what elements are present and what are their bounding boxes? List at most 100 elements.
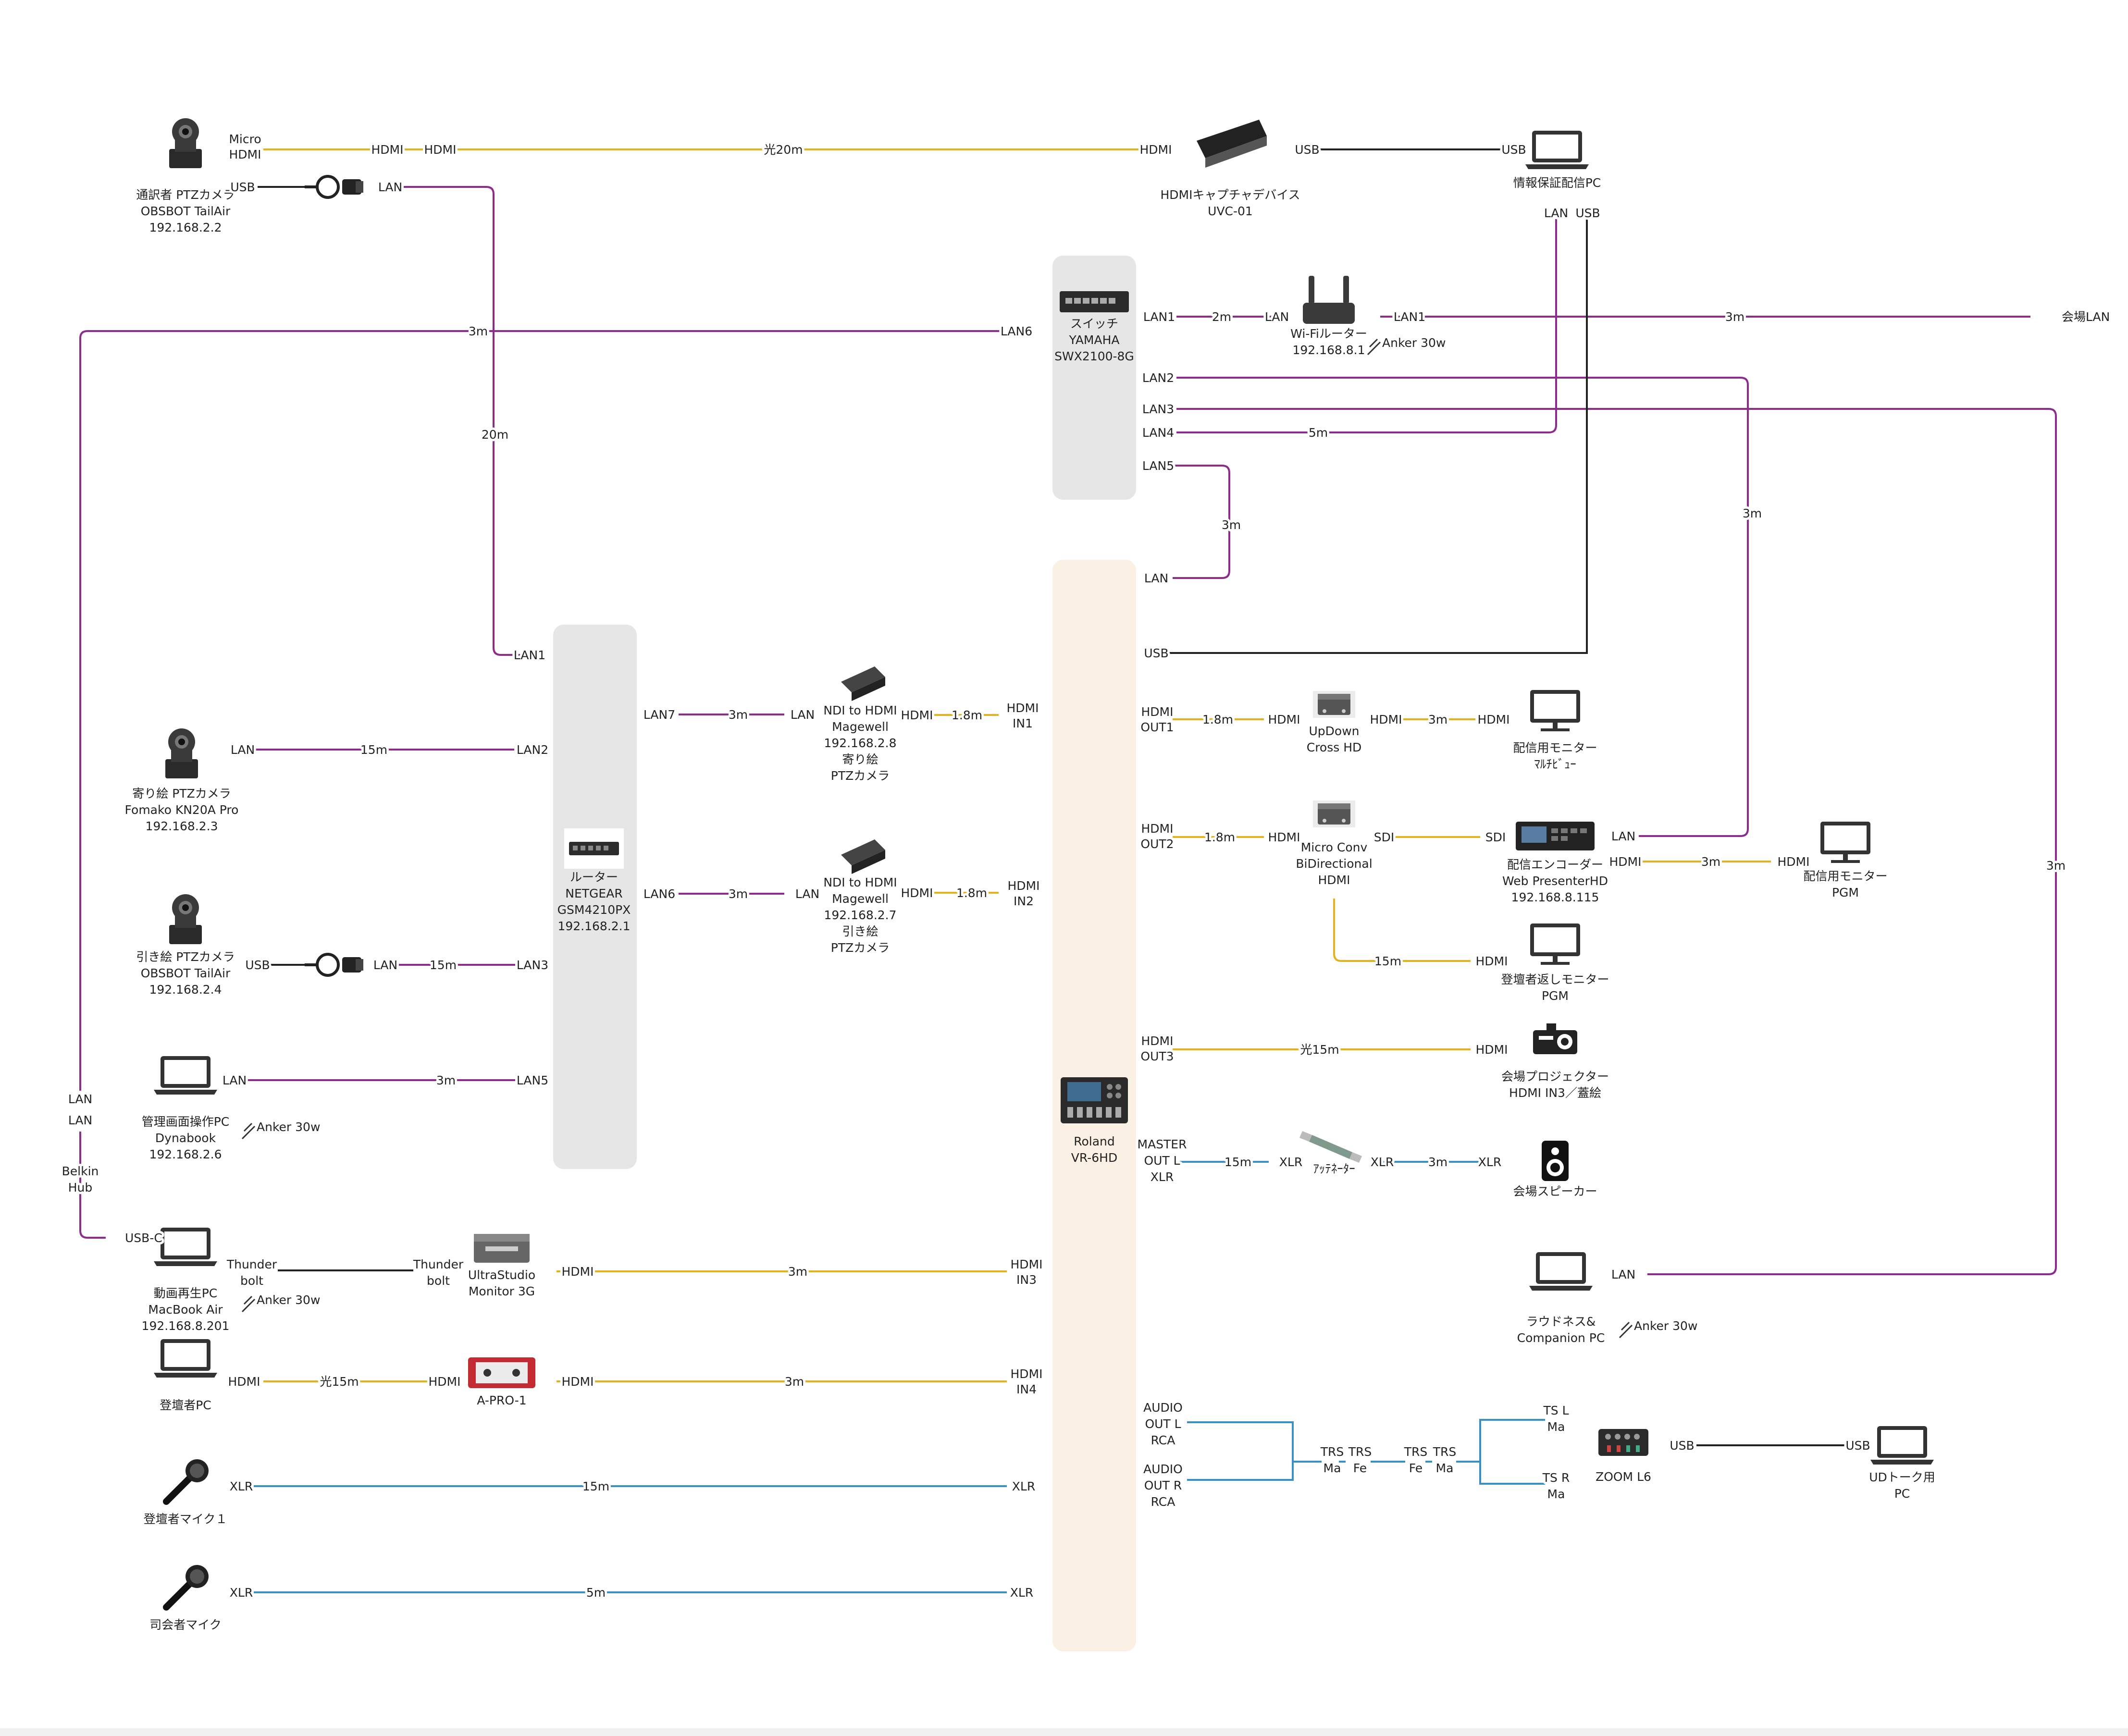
port-label-l122: TRS [1320,1445,1344,1459]
port-label-l23: LAN3 [1142,402,1174,416]
port-label-l37: HDMI [1007,701,1039,715]
ndi2-label-line: Magewell [832,892,889,906]
port-label-l101: HDMI [1141,1034,1174,1048]
projector-icon [1533,1023,1577,1054]
apro-label-line: A-PRO-1 [477,1393,526,1407]
port-label-l59: Hub [68,1181,93,1194]
port-label-l128: TRS [1433,1445,1457,1459]
connection-c-lan2-encoder[interactable] [1176,377,1749,837]
port-label-l8: USB [1501,143,1526,157]
port-label-l14: LAN6 [1001,324,1032,338]
port-label-l129: Ma [1436,1461,1454,1475]
widecam-label-line: 引き絵 PTZカメラ [136,950,235,964]
mixer-label-line: VR-6HD [1071,1151,1117,1165]
mon-pgm-label-line: PGM [1832,886,1859,899]
ndi1-label-line: 寄り絵 [842,752,878,766]
port-label-l32: LAN7 [643,708,675,722]
port-label-l92: HDMI [1268,830,1300,844]
port-label-l19: LAN1 [1394,310,1425,324]
port-label-l42: LAN6 [643,887,675,901]
ndi1-ndi-converter-icon [841,666,885,701]
connection-c-cam-lan[interactable] [404,186,544,656]
connection-c-lan6-belkin[interactable] [79,330,1004,1091]
router-label-line: NETGEAR [565,886,622,900]
ndi1-label-line: NDI to HDMI [823,703,897,717]
speakerpc-laptop-icon [154,1339,217,1378]
mic1-label-line: 登壇者マイク１ [144,1512,228,1526]
port-label-l75: IN4 [1016,1382,1037,1396]
mgmtpc-label-line: 管理画面操作PC [142,1115,230,1129]
port-label-l123: Ma [1324,1461,1341,1475]
port-label-l48: IN2 [1014,894,1034,908]
port-label-l11: LAN [1544,206,1568,220]
capture-device-icon [1197,120,1267,168]
connection-c-audio-l[interactable] [1187,1421,1294,1478]
port-label-l95: LAN [1611,829,1635,843]
connection-c-lan3-loud[interactable] [1176,408,2057,1275]
port-label-l97: 3m [1701,855,1720,869]
zoom-audio-recorder-icon [1598,1429,1648,1456]
mon-return-label-line: PGM [1542,989,1569,1003]
ultrastudio-label-line: UltraStudio [468,1268,535,1282]
capture-label-line: HDMIキャプチャデバイス [1161,188,1300,202]
widecam-usb-lan-adapter-icon [305,954,363,975]
ultrastudio-label-line: Monitor 3G [469,1284,535,1298]
connection-c-ts-l[interactable] [1479,1419,1545,1462]
mon-pgm-label-line: 配信用モニター [1803,869,1887,883]
mic1-microphone-icon [166,1459,209,1502]
mgmtpc-laptop-icon [154,1056,217,1095]
switch-label-line: YAMAHA [1068,333,1119,347]
widecam-label-line: 192.168.2.4 [149,983,222,997]
port-label-l35: HDMI [901,708,933,722]
zoomcam-label-line: 寄り絵 PTZカメラ [132,787,231,800]
port-label-l117: OUT L [1145,1417,1181,1431]
port-label-l116: AUDIO [1143,1401,1183,1415]
port-label-l39: LAN [231,743,255,757]
loudnesspc-label-line: Companion PC [1517,1331,1605,1345]
videopc-label-line: 192.168.8.201 [142,1319,230,1333]
port-label-l54: 3m [436,1073,456,1087]
connection-c-micro-return[interactable] [1333,899,1471,962]
encoder-label-line: 192.168.8.115 [1511,890,1599,904]
port-label-l56: LAN [68,1092,92,1106]
port-label-l112: XLR [1478,1155,1501,1169]
updown-mini-converter-icon [1313,691,1355,718]
ndi2-label-line: 引き絵 [842,924,878,938]
port-label-l2: HDMI [229,148,261,161]
port-label-l44: LAN [795,887,819,901]
mon-pgm-monitor-icon [1820,822,1870,863]
router-panel [553,625,637,1169]
connection-c-lan4-infopc[interactable] [1176,219,1557,433]
port-label-l24: LAN4 [1142,426,1174,440]
encoder-label-line: Web PresenterHD [1502,874,1608,888]
connection-c-lan5-mixer[interactable] [1173,465,1230,579]
mon-multi-label-line: 配信用モニター [1513,741,1597,755]
port-label-l47: HDMI [1008,879,1040,893]
ultrastudio-icon [474,1234,530,1263]
ndi2-ndi-converter-icon [841,839,885,874]
ndi2-label-line: 192.168.2.7 [824,908,896,922]
microconv-mini-converter-icon [1313,800,1355,827]
microconv-label-line: Micro Conv [1301,840,1368,854]
interp-cam-usb-lan-adapter-icon [305,176,363,197]
port-label-l119: AUDIO [1143,1462,1183,1476]
port-label-l71: HDMI [429,1375,461,1389]
projector-label-line: HDMI IN3／蓋絵 [1509,1086,1601,1100]
port-label-l118: RCA [1151,1433,1175,1447]
connection-c-audio-r[interactable] [1187,1451,1294,1481]
port-label-l69: HDMI [228,1375,260,1389]
connection-c-ts-r[interactable] [1479,1462,1545,1485]
ndi2-label-line: PTZカメラ [831,941,890,955]
port-label-l60: USB-C [125,1231,162,1245]
projector-label-line: 会場プロジェクター [1501,1070,1609,1083]
port-label-l13: 3m [469,324,488,338]
port-label-l31: LAN1 [514,648,545,662]
updown-label-line: UpDown [1309,724,1359,738]
connection-c-belkin-video[interactable] [79,1132,106,1239]
mgmtpc-label-line: 192.168.2.6 [149,1147,222,1161]
port-label-l46: 1.8m [956,886,987,900]
connection-c-usb-infopc[interactable] [1168,219,1588,654]
port-label-l86: HDMI [1370,713,1402,726]
videopc-label-line: MacBook Air [148,1303,223,1317]
pw-loud-power-note: Anker 30w [1634,1319,1697,1333]
